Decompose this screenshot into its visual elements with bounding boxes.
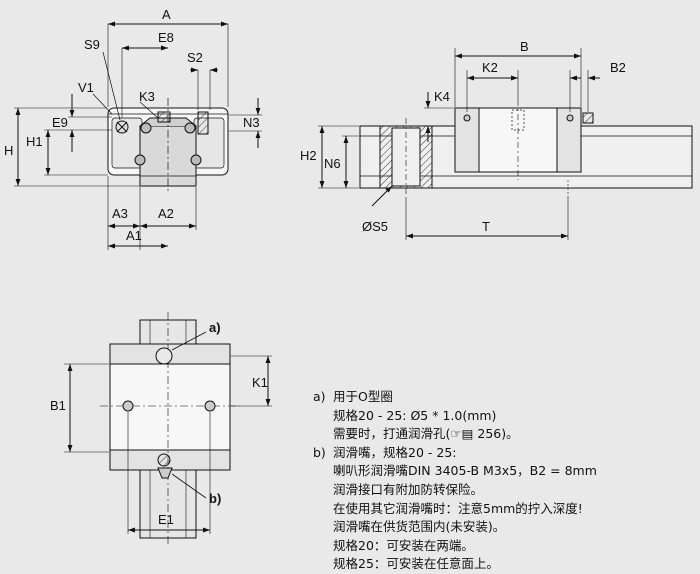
label-a: A bbox=[162, 7, 171, 22]
label-n6: N6 bbox=[324, 156, 341, 171]
note-b-key: b) bbox=[313, 444, 326, 460]
note-b-line: 在使用其它润滑嘴时：注意5mm的拧入深度! bbox=[333, 500, 583, 516]
label-n3: N3 bbox=[243, 115, 260, 130]
label-e9: E9 bbox=[52, 115, 68, 130]
label-e1: E1 bbox=[158, 512, 174, 527]
label-k1: K1 bbox=[252, 375, 268, 390]
side-view bbox=[318, 48, 693, 240]
note-a-key: a) bbox=[313, 389, 326, 404]
side-view-labels: B K2 B2 K4 H2 N6 ØS5 T bbox=[300, 39, 626, 234]
footnotes: a) 用于O型圈 规格20 - 25: Ø5 * 1.0(mm) 需要时，打通润… bbox=[313, 388, 698, 574]
note-a-line: 规格20 - 25: Ø5 * 1.0(mm) bbox=[333, 407, 497, 423]
callout-a-port bbox=[155, 347, 173, 365]
note-b-line: 规格20：可安装在两端。 bbox=[333, 537, 474, 553]
lube-nipple bbox=[582, 112, 594, 124]
front-view bbox=[14, 21, 262, 250]
s2-port bbox=[197, 111, 209, 135]
label-b2: B2 bbox=[610, 60, 626, 75]
label-h2: H2 bbox=[300, 148, 317, 163]
label-t: T bbox=[482, 219, 490, 234]
label-s5: ØS5 bbox=[362, 219, 388, 234]
note-b-line: 规格25：可安装在任意面上。 bbox=[333, 556, 499, 572]
label-b1: B1 bbox=[50, 398, 66, 413]
label-h1: H1 bbox=[26, 134, 43, 149]
note-a: a) 用于O型圈 bbox=[313, 388, 698, 407]
label-k2: K2 bbox=[482, 60, 498, 75]
note-b-line: 喇叭形润滑嘴DIN 3405-B M3x5，B2 = 8mm bbox=[333, 463, 597, 479]
callout-b: b) bbox=[209, 491, 221, 506]
note-a-line: 需要时，打通润滑孔(☞▤ 256)。 bbox=[333, 426, 519, 442]
label-k3: K3 bbox=[139, 89, 155, 104]
note-b-line: 润滑嘴，规格20 - 25: bbox=[333, 444, 457, 460]
label-b: B bbox=[520, 39, 529, 54]
label-a2: A2 bbox=[158, 206, 174, 221]
label-k4: K4 bbox=[434, 89, 450, 104]
label-a3: A3 bbox=[112, 206, 128, 221]
label-s2: S2 bbox=[187, 50, 203, 65]
label-s9: S9 bbox=[84, 37, 100, 52]
label-h: H bbox=[4, 143, 13, 158]
label-v1: V1 bbox=[78, 80, 94, 95]
note-a-line: 用于O型圈 bbox=[333, 389, 393, 404]
label-a1: A1 bbox=[126, 228, 142, 243]
note-b-line: 润滑接口有附加防转保险。 bbox=[333, 481, 484, 497]
note-b: b) 润滑嘴，规格20 - 25: bbox=[313, 444, 698, 463]
top-view-labels: K1 B1 E1 a) b) bbox=[50, 320, 268, 527]
note-b-line: 润滑嘴在供货范围内(未安装)。 bbox=[333, 519, 506, 535]
front-view-labels: A E8 S9 S2 V1 K3 E9 N3 H H1 A3 A2 A1 bbox=[4, 7, 260, 243]
label-e8: E8 bbox=[158, 30, 174, 45]
callout-a: a) bbox=[209, 320, 221, 335]
top-view bbox=[64, 312, 272, 546]
